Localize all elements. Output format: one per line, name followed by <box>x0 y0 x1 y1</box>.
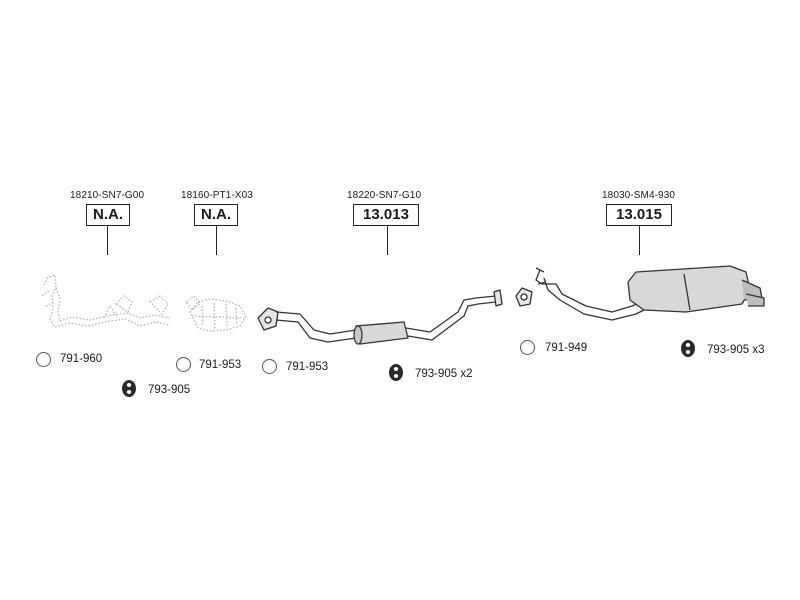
clamp-ref-1: 791-960 <box>60 353 103 365</box>
oem-number-middle-silencer: 18220-SN7-G10 <box>347 190 422 201</box>
ring-clamp-icon <box>176 357 191 372</box>
oem-number-catalyst: 18160-PT1-X03 <box>181 190 253 201</box>
oem-number-rear-silencer: 18030-SM4-930 <box>602 190 676 201</box>
rubber-hanger-icon <box>122 380 136 397</box>
rubber-hanger-icon <box>389 364 403 381</box>
leader-line-rear-silencer <box>639 226 641 255</box>
ring-clamp-icon <box>36 352 51 367</box>
clamp-ref-4: 791-949 <box>545 342 588 354</box>
hanger-ref-2: 793-905 x2 <box>415 368 473 380</box>
part-code-front-pipe[interactable]: N.A. <box>86 204 130 226</box>
clamp-ref-2: 791-953 <box>199 359 242 371</box>
front-pipe-ghost-part <box>41 274 171 328</box>
hanger-ref-1: 793-905 <box>148 384 191 396</box>
middle-silencer-part <box>257 289 503 345</box>
ring-clamp-icon <box>262 359 277 374</box>
leader-line-front-pipe <box>107 226 109 255</box>
rear-silencer-part <box>515 265 765 321</box>
catalyst-ghost-part <box>185 295 247 332</box>
clamp-ref-3: 791-953 <box>286 361 329 373</box>
leader-line-catalyst <box>216 226 218 255</box>
hanger-ref-3: 793-905 x3 <box>707 344 765 356</box>
leader-line-middle-silencer <box>387 226 389 255</box>
ring-clamp-icon <box>520 340 535 355</box>
part-code-middle-silencer[interactable]: 13.013 <box>353 204 419 226</box>
rubber-hanger-icon <box>681 340 695 357</box>
oem-number-front-pipe: 18210-SN7-G00 <box>70 190 145 201</box>
part-code-rear-silencer[interactable]: 13.015 <box>606 204 672 226</box>
part-code-catalyst[interactable]: N.A. <box>194 204 238 226</box>
